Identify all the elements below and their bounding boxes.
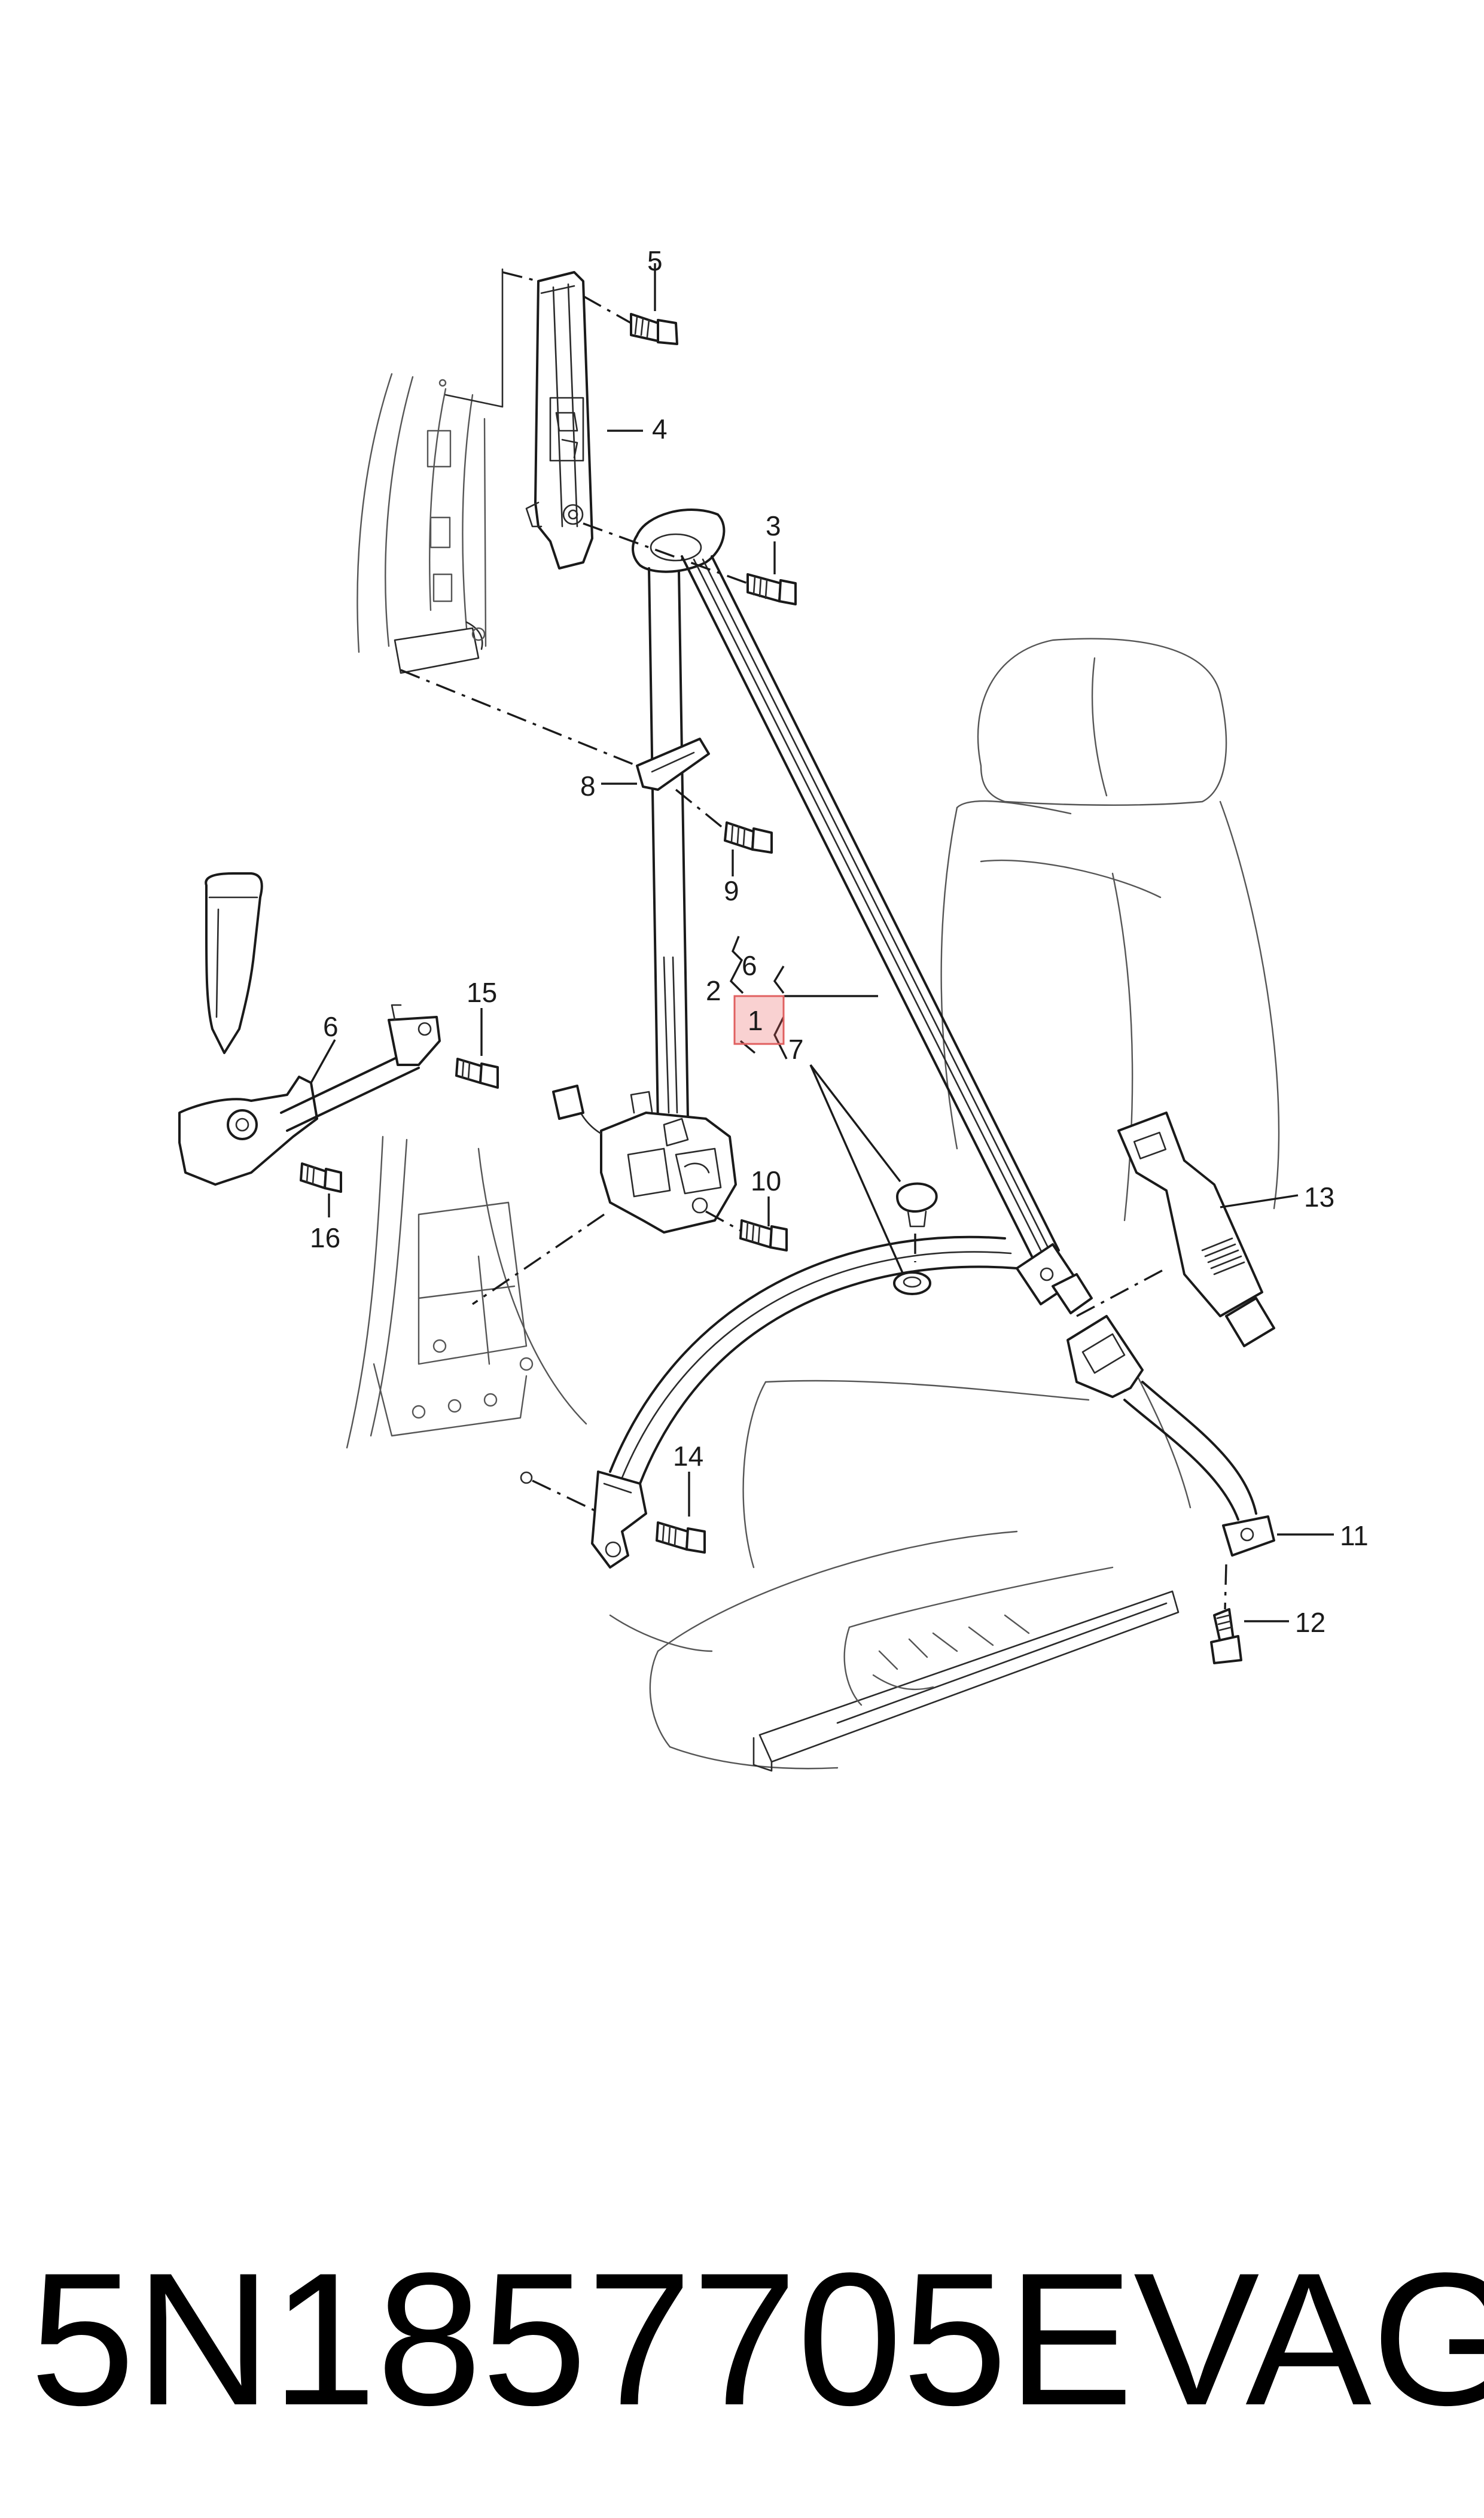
callout-11: 11 — [1340, 1520, 1369, 1551]
callout-3: 3 — [766, 510, 781, 541]
callout-labels: 1 2 3 4 5 6 6 7 8 9 10 11 12 13 14 15 16 — [310, 245, 1369, 1638]
bolt-5 — [630, 313, 678, 345]
buckle-part-13 — [1117, 1112, 1275, 1347]
bolt-9 — [724, 821, 773, 854]
callout-14: 14 — [673, 1441, 703, 1472]
dash-line-14 — [532, 1479, 602, 1515]
front-seat — [609, 638, 1280, 1770]
callout-1: 1 — [748, 1005, 763, 1036]
dash-line-8 — [400, 669, 638, 767]
b-pillar-body — [346, 373, 587, 1449]
callout-4: 4 — [652, 413, 668, 444]
part-caption: 5N1857705E VAG — [30, 2231, 1484, 2447]
dash-line-3 — [583, 522, 748, 584]
callout-6-belt: 6 — [742, 950, 757, 981]
bracket-line — [444, 268, 504, 408]
pin-14 — [520, 1471, 533, 1484]
bolt-14 — [656, 1521, 706, 1554]
callout-8: 8 — [580, 771, 596, 802]
dash-line-9 — [675, 788, 725, 830]
callout-13: 13 — [1304, 1182, 1334, 1213]
cap-and-grommet — [893, 1182, 938, 1295]
part-number: 5N1857705E — [30, 2233, 1133, 2444]
dash-line-10 — [705, 1210, 742, 1232]
dash-line-buckle — [1076, 1267, 1167, 1317]
belt-retractor — [552, 1085, 737, 1234]
bolt-3 — [746, 573, 797, 605]
buckle-assembly — [1066, 1315, 1275, 1557]
dash-line-retractor — [472, 1213, 605, 1305]
seat-rail — [752, 1566, 1180, 1772]
callout-16: 16 — [310, 1222, 340, 1253]
callout-12: 12 — [1295, 1607, 1325, 1638]
bolt-15 — [455, 1058, 499, 1089]
height-adjuster-rail — [525, 271, 593, 570]
callout-7: 7 — [788, 1034, 804, 1065]
callout-6-buckle: 6 — [323, 1011, 339, 1042]
callout-15: 15 — [467, 977, 497, 1008]
callout-2: 2 — [706, 975, 721, 1006]
callout-9: 9 — [724, 875, 739, 906]
callout-5: 5 — [647, 245, 663, 276]
callout-1-highlight — [733, 995, 785, 1045]
lap-belt — [591, 1235, 1018, 1569]
dash-line-rail — [502, 271, 539, 282]
bolt-10 — [739, 1219, 788, 1252]
belt-guide-8 — [636, 738, 710, 791]
dash-line-5 — [583, 295, 632, 324]
bolt-16 — [300, 1162, 342, 1193]
rear-buckle-assembly — [178, 872, 441, 1186]
leader-lines — [310, 263, 1334, 1622]
belt-webbing — [632, 509, 1093, 1314]
brand-label: VAG — [1133, 2233, 1484, 2444]
bolt-12 — [1210, 1608, 1242, 1664]
callout-10: 10 — [751, 1165, 781, 1196]
dash-line-12 — [1224, 1564, 1227, 1610]
